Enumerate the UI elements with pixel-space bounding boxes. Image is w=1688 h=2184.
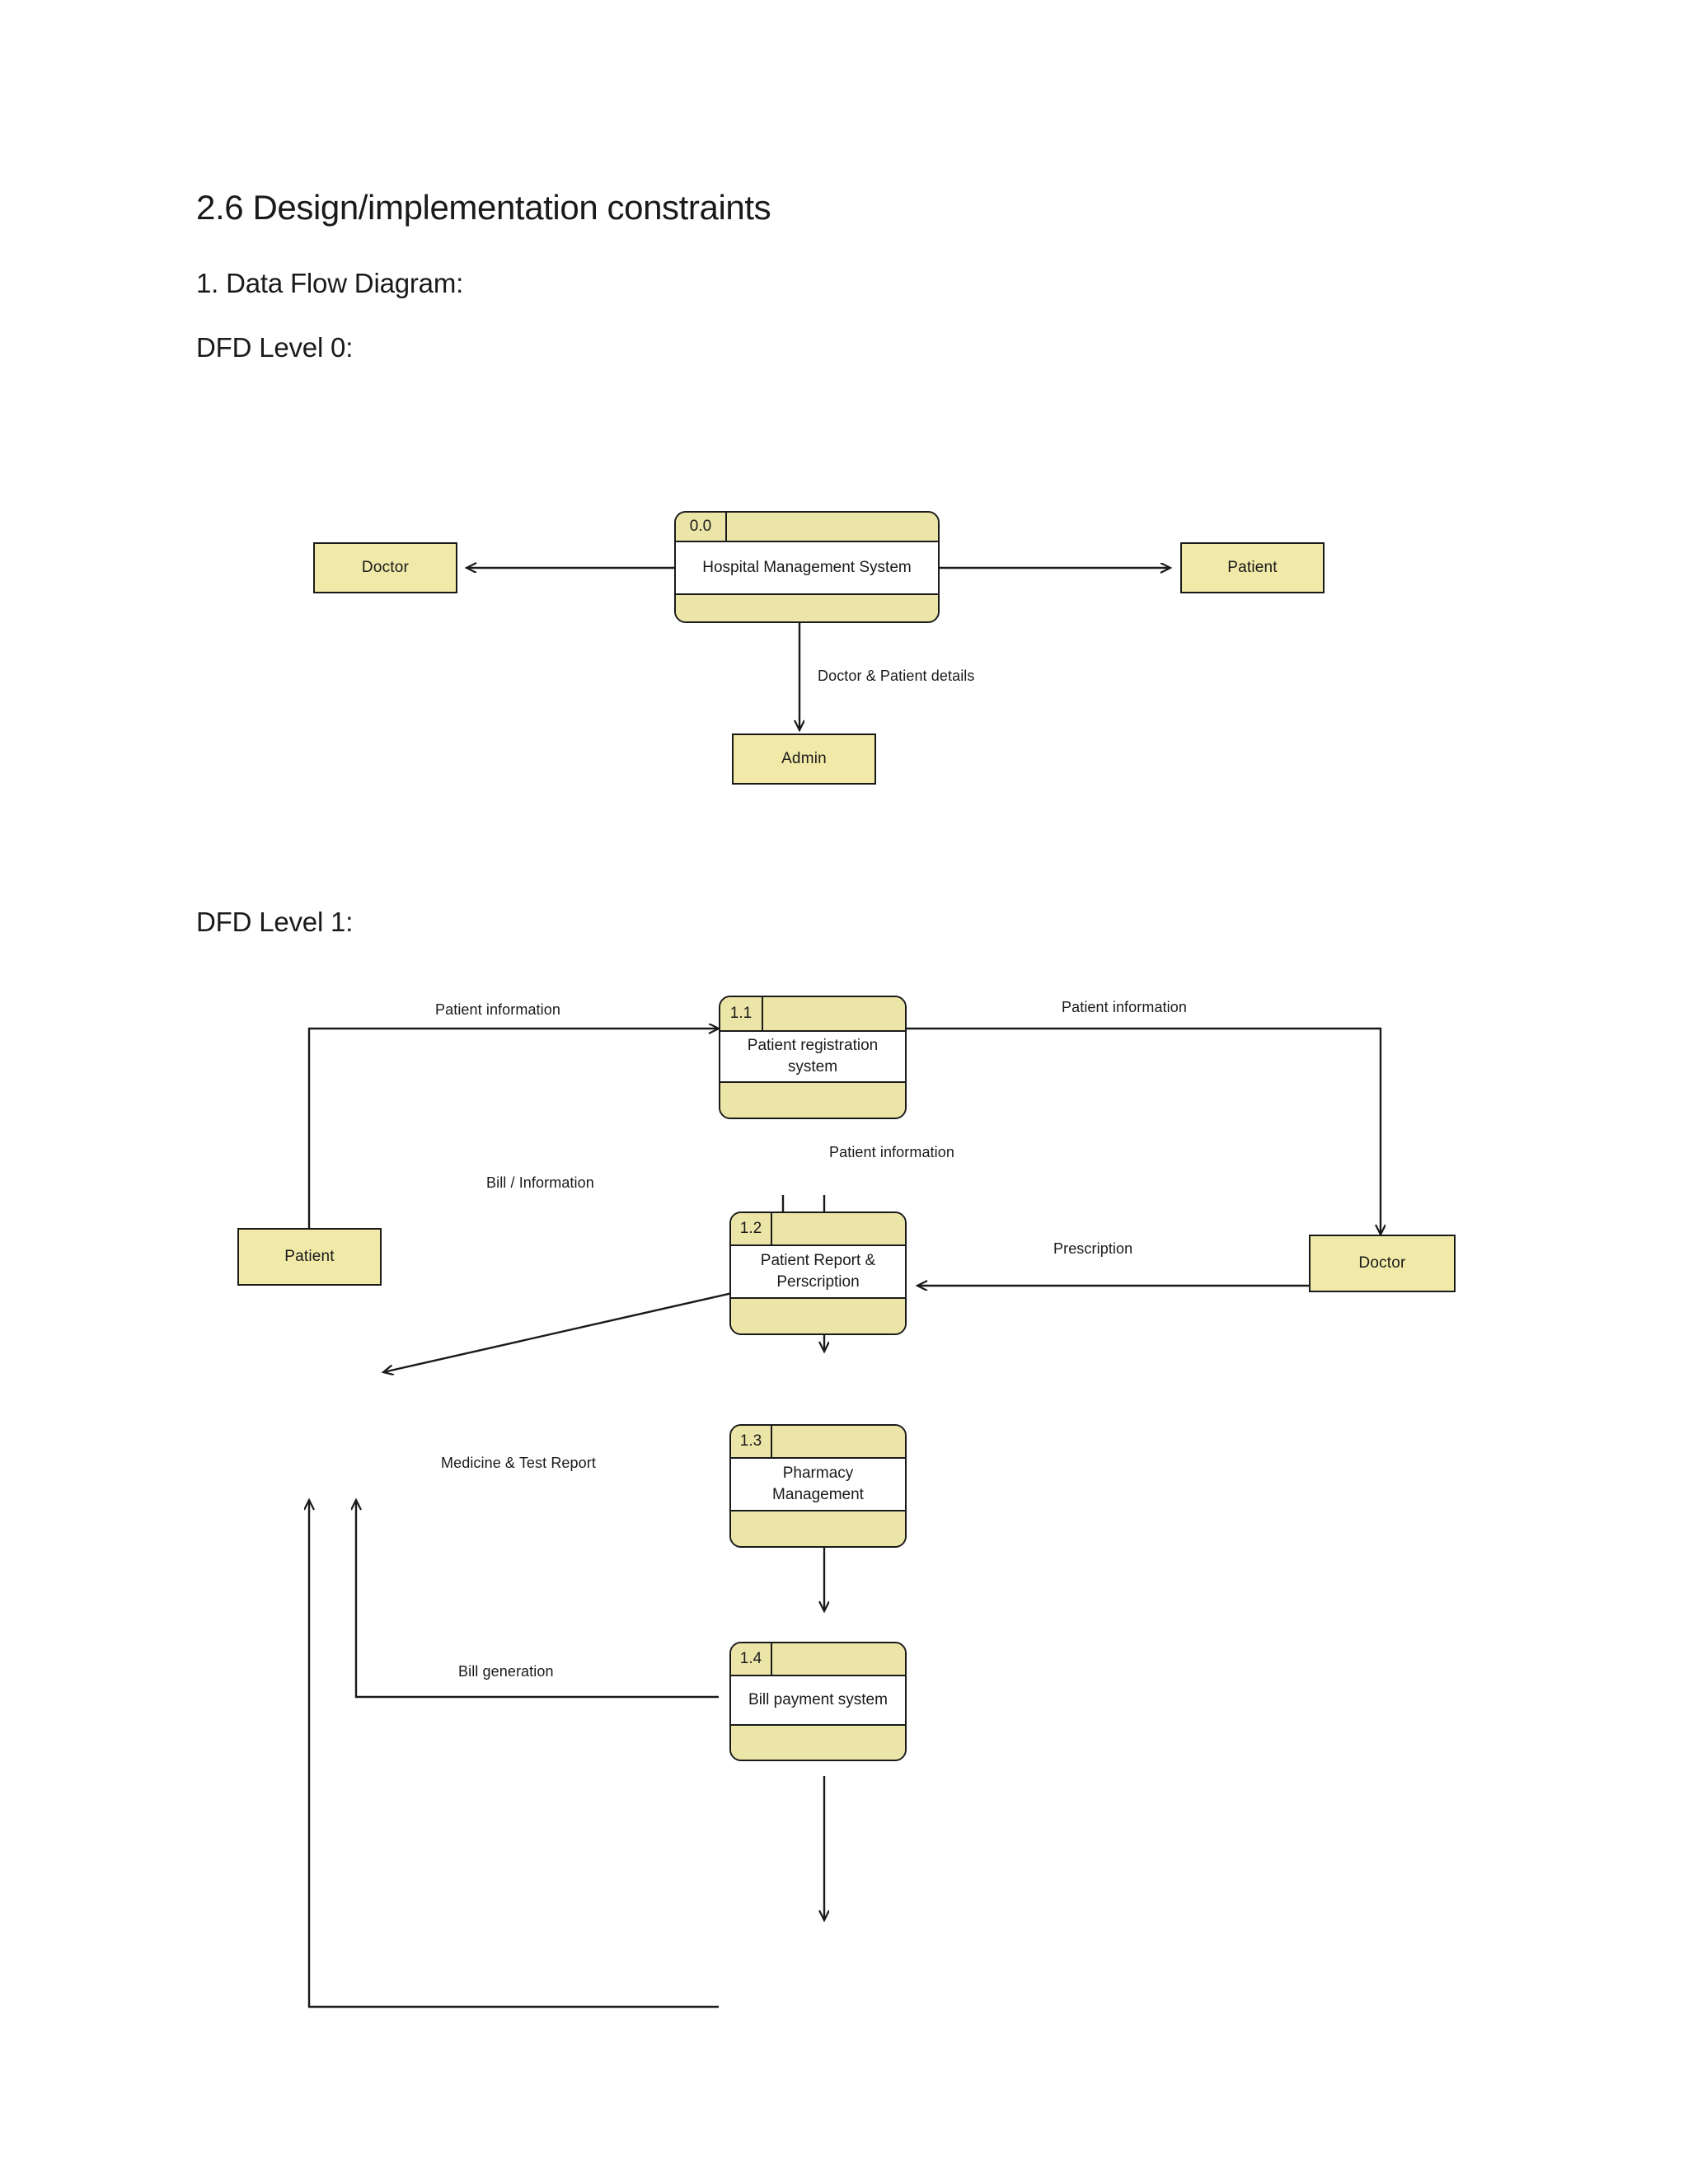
flow-label-bill-generation: Bill generation: [458, 1663, 554, 1680]
flow-patient-to-registration: [307, 1029, 719, 1271]
entity-admin: Admin: [732, 733, 876, 785]
entity-doctor-level1: Doctor: [1309, 1235, 1456, 1292]
dfd-level0-diagram: Doctor Patient Admin 0.0 Hospital Manage…: [0, 0, 1688, 865]
process-1-3-header: 1.3: [731, 1426, 905, 1459]
process-1-1-header-pad: [763, 997, 905, 1030]
entity-doctor: Doctor: [313, 542, 457, 593]
flow-label-doctor-patient-details: Doctor & Patient details: [818, 668, 975, 684]
flow-label-patient-information-doctor: Patient information: [1062, 999, 1187, 1015]
dfd-caption: 1. Data Flow Diagram:: [196, 268, 464, 298]
process-1-4: 1.4 Bill payment system: [729, 1642, 907, 1761]
process-0-0: 0.0 Hospital Management System: [674, 511, 940, 623]
flow-label-bill-information: Bill / Information: [486, 1174, 594, 1191]
dfd-level0-caption: DFD Level 0:: [196, 332, 354, 363]
dfd-level1-caption: DFD Level 1:: [196, 907, 354, 937]
flow-label-prescription: Prescription: [1053, 1240, 1133, 1257]
process-1-3: 1.3 Pharmacy Management: [729, 1424, 907, 1548]
flow-label-medicine-test-report: Medicine & Test Report: [441, 1455, 596, 1471]
process-0-0-label: Hospital Management System: [676, 542, 938, 595]
process-1-3-footer: [731, 1511, 905, 1546]
process-1-1-label: Patient registration system: [720, 1032, 905, 1083]
process-1-2-footer: [731, 1299, 905, 1333]
process-0-0-footer: [676, 595, 938, 621]
process-1-3-label: Pharmacy Management: [731, 1459, 905, 1511]
process-1-2-header: 1.2: [731, 1213, 905, 1246]
flow-registration-to-patient-bill: [383, 1195, 785, 1372]
process-1-2-header-pad: [772, 1213, 905, 1244]
entity-patient: Patient: [1180, 542, 1325, 593]
process-1-2-label: Patient Report & Perscription: [731, 1246, 905, 1299]
process-1-4-number: 1.4: [731, 1643, 772, 1675]
process-1-4-footer: [731, 1726, 905, 1760]
process-1-2-number: 1.2: [731, 1213, 772, 1244]
process-0-0-header: 0.0: [676, 513, 938, 542]
process-1-4-label: Bill payment system: [731, 1676, 905, 1726]
process-1-1-footer: [720, 1083, 905, 1118]
process-1-1: 1.1 Patient registration system: [719, 996, 907, 1119]
process-1-3-number: 1.3: [731, 1426, 772, 1457]
flow-registration-to-doctor: [907, 1027, 1381, 1235]
process-1-1-header: 1.1: [720, 997, 905, 1032]
page-title: 2.6 Design/implementation constraints: [196, 188, 771, 227]
entity-patient-level1: Patient: [237, 1228, 382, 1286]
flow-billing-to-patient: [309, 1500, 719, 2008]
flow-label-patient-information-in: Patient information: [435, 1001, 560, 1018]
process-1-1-number: 1.1: [720, 997, 763, 1030]
process-1-3-header-pad: [772, 1426, 905, 1457]
process-1-4-header-pad: [772, 1643, 905, 1675]
flow-pharmacy-to-patient: [356, 1500, 719, 1699]
process-0-0-number: 0.0: [676, 513, 727, 541]
flow-label-patient-information-report: Patient information: [829, 1144, 954, 1160]
process-1-4-header: 1.4: [731, 1643, 905, 1676]
process-1-2: 1.2 Patient Report & Perscription: [729, 1212, 907, 1335]
dfd-level0-connectors: [0, 0, 1688, 865]
